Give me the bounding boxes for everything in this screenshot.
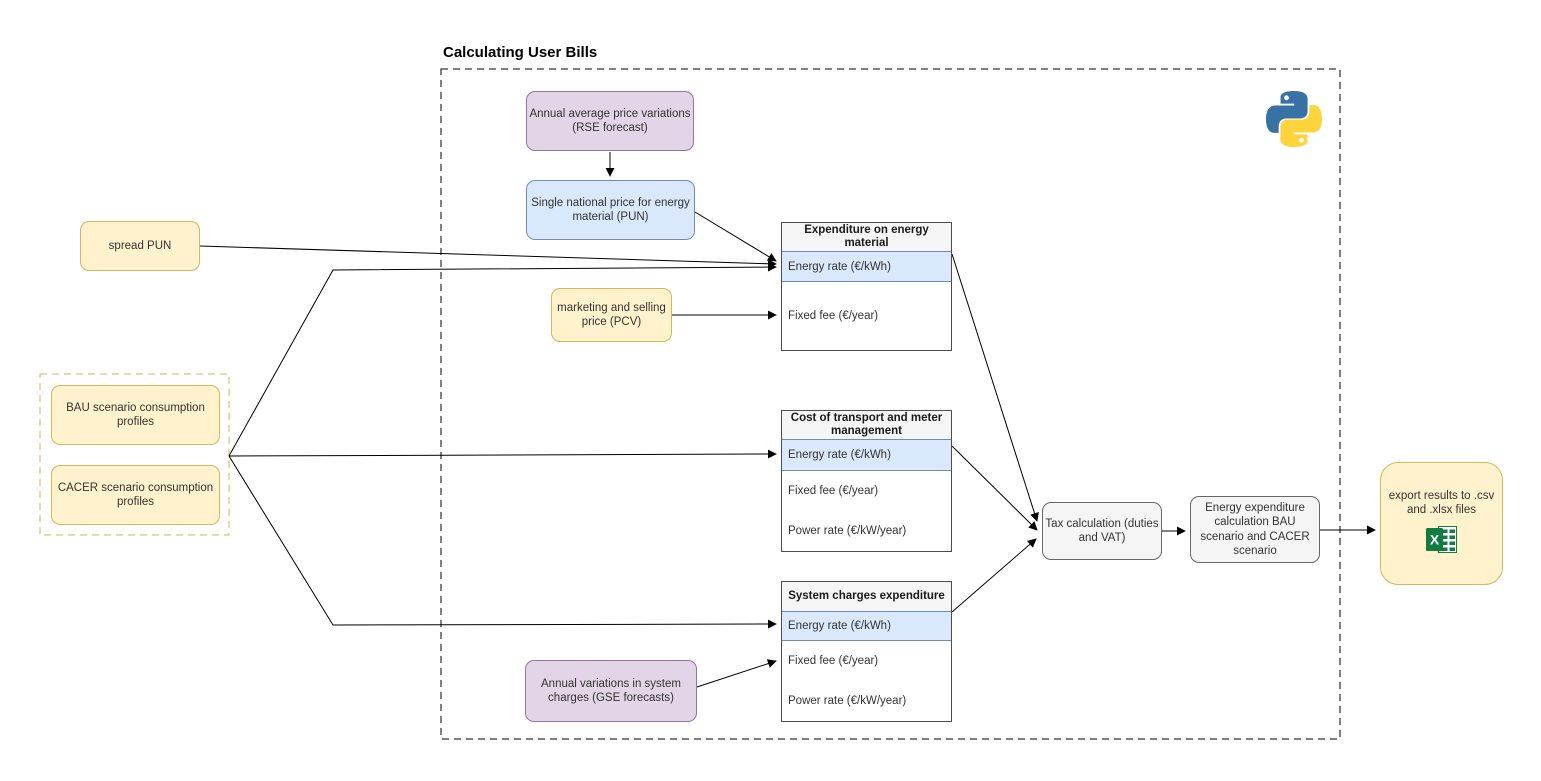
table-transport-meter-management: Cost of transport and meter management E…: [781, 410, 952, 552]
node-gse-forecast: Annual variations in system charges (GSE…: [525, 660, 697, 722]
table-row-power-rate: Power rate (€/kW/year): [782, 681, 951, 721]
edge-table1-to-tax: [951, 253, 1039, 522]
node-spread-pun-label: spread PUN: [108, 239, 172, 252]
table-row-fixed-fee: Fixed fee (€/year): [782, 471, 951, 510]
table-header: System charges expenditure: [782, 582, 951, 611]
edge-table3-to-tax: [951, 538, 1037, 613]
node-tax-calculation-label: Tax calculation (duties and VAT): [1045, 517, 1159, 544]
edge-gse-to-fixed-fee-3: [696, 659, 777, 688]
main-boundary: [440, 68, 1341, 740]
table-expenditure-energy-material: Expenditure on energy material Energy ra…: [781, 222, 952, 351]
python-logo-icon: [1266, 88, 1322, 150]
table-header: Cost of transport and meter management: [782, 411, 951, 439]
node-tax-calculation: Tax calculation (duties and VAT): [1042, 502, 1162, 560]
table-row-power-rate: Power rate (€/kW/year): [782, 510, 951, 551]
diagram-title: Calculating User Bills: [443, 44, 598, 61]
node-gse-forecast-label: Annual variations in system charges (GSE…: [541, 677, 681, 704]
table-system-charges-expenditure: System charges expenditure Energy rate (…: [781, 581, 952, 722]
node-rse-forecast-label: Annual average price variations (RSE for…: [529, 107, 691, 134]
node-energy-expenditure: Energy expenditure calculation BAU scena…: [1190, 496, 1320, 563]
node-spread-pun: spread PUN: [80, 221, 200, 271]
edge-profiles-to-energy-rate-1: [228, 262, 777, 457]
node-energy-expenditure-label: Energy expenditure calculation BAU scena…: [1200, 501, 1310, 557]
edge-table2-to-tax: [951, 445, 1038, 531]
node-pun-label: Single national price for energy materia…: [531, 196, 690, 223]
node-cacer-profiles: CACER scenario consumption profiles: [51, 465, 220, 525]
edge-profiles-to-energy-rate-3: [228, 455, 777, 629]
table-header: Expenditure on energy material: [782, 223, 951, 251]
table-row-fixed-fee: Fixed fee (€/year): [782, 641, 951, 681]
node-cacer-profiles-label: CACER scenario consumption profiles: [57, 481, 214, 508]
edge-spread-pun-to-energy-rate-1: [199, 245, 777, 269]
node-bau-profiles-label: BAU scenario consumption profiles: [66, 401, 205, 428]
node-pcv-label: marketing and selling price (PCV): [557, 301, 666, 328]
edge-profiles-to-energy-rate-2: [228, 449, 777, 459]
table-row-energy-rate: Energy rate (€/kWh): [782, 251, 951, 282]
node-pcv: marketing and selling price (PCV): [551, 288, 672, 342]
table-row-energy-rate: Energy rate (€/kWh): [782, 439, 951, 471]
node-rse-forecast: Annual average price variations (RSE for…: [526, 91, 694, 151]
scenario-group-boundary: [39, 373, 230, 536]
node-export-results-label: export results to .csv and .xlsx files: [1388, 489, 1495, 517]
node-bau-profiles: BAU scenario consumption profiles: [51, 385, 220, 445]
node-export-results: export results to .csv and .xlsx files X: [1380, 462, 1503, 585]
excel-icon: X: [1425, 525, 1458, 558]
svg-text:X: X: [1429, 531, 1439, 547]
table-row-fixed-fee: Fixed fee (€/year): [782, 282, 951, 350]
table-row-energy-rate: Energy rate (€/kWh): [782, 611, 951, 641]
node-pun: Single national price for energy materia…: [526, 180, 695, 240]
edge-pun-to-energy-rate-1: [694, 211, 777, 262]
